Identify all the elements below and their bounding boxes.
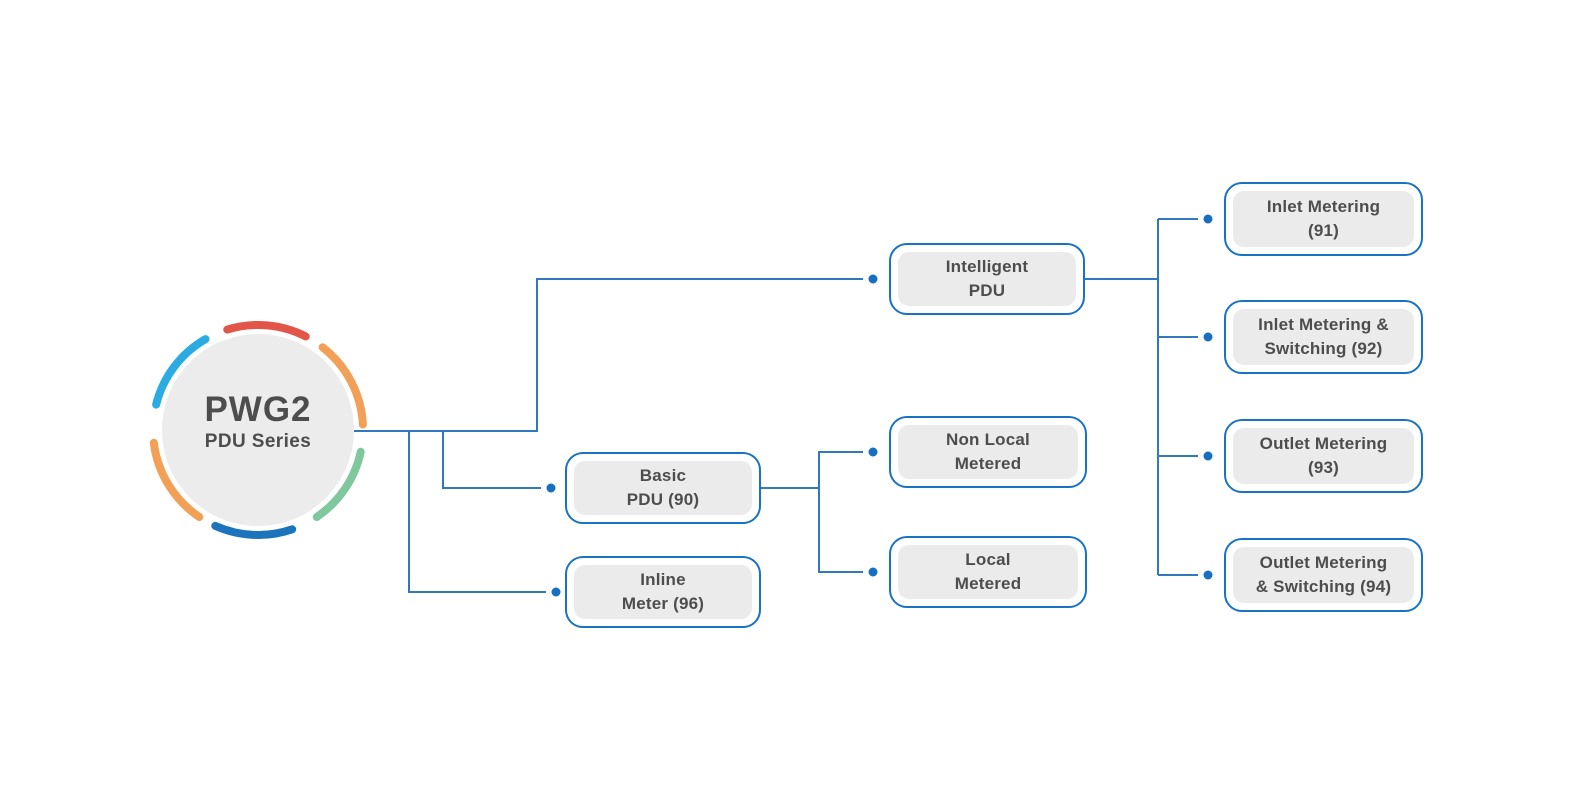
node-outlet-metering-93-label: Outlet Metering (93) bbox=[1233, 428, 1414, 484]
node-outlet-metering-93: Outlet Metering (93) bbox=[1224, 419, 1423, 493]
node-inline-meter: Inline Meter (96) bbox=[565, 556, 761, 628]
arc-lower-left-orange-icon bbox=[149, 438, 204, 521]
branch-dot-inlet-91 bbox=[1203, 214, 1213, 224]
node-intelligent-pdu: Intelligent PDU bbox=[889, 243, 1085, 315]
root-circle-badge bbox=[149, 320, 367, 539]
root-circle bbox=[162, 334, 354, 526]
connector-root-to-basic bbox=[442, 431, 541, 489]
node-inline-meter-label: Inline Meter (96) bbox=[574, 565, 752, 619]
arc-bottom-right-green-icon bbox=[312, 447, 365, 521]
branch-dot-intelligent bbox=[868, 274, 878, 284]
connector-basic-to-nonlocal bbox=[761, 451, 863, 489]
branch-dot-inline bbox=[551, 587, 561, 597]
branch-dot-outlet-94 bbox=[1203, 570, 1213, 580]
connector-root-to-inline bbox=[408, 431, 546, 593]
node-inlet-metering-91-label: Inlet Metering (91) bbox=[1233, 191, 1414, 247]
arc-upper-right-orange-icon bbox=[318, 343, 367, 429]
node-local-metered-label: Local Metered bbox=[898, 545, 1078, 599]
node-basic-pdu: Basic PDU (90) bbox=[565, 452, 761, 524]
arc-upper-left-cyan-icon bbox=[152, 335, 210, 409]
branch-dot-inlet-92 bbox=[1203, 332, 1213, 342]
node-inlet-metering-91: Inlet Metering (91) bbox=[1224, 182, 1423, 256]
node-intelligent-pdu-label: Intelligent PDU bbox=[898, 252, 1076, 306]
node-basic-pdu-label: Basic PDU (90) bbox=[574, 461, 752, 515]
arc-top-red-icon bbox=[223, 320, 310, 341]
node-inlet-metering-switching-92-label: Inlet Metering & Switching (92) bbox=[1233, 309, 1414, 365]
branch-dot-local bbox=[868, 567, 878, 577]
branch-dot-nonlocal bbox=[868, 447, 878, 457]
node-local-metered: Local Metered bbox=[889, 536, 1087, 608]
node-outlet-metering-switching-94-label: Outlet Metering & Switching (94) bbox=[1233, 547, 1414, 603]
branch-dot-basic bbox=[546, 483, 556, 493]
branch-dot-outlet-93 bbox=[1203, 451, 1213, 461]
node-non-local-metered-label: Non Local Metered bbox=[898, 425, 1078, 479]
node-inlet-metering-switching-92: Inlet Metering & Switching (92) bbox=[1224, 300, 1423, 374]
connector-root-to-intelligent bbox=[352, 278, 863, 432]
node-non-local-metered: Non Local Metered bbox=[889, 416, 1087, 488]
connector-basic-to-local bbox=[818, 488, 863, 573]
arc-bottom-blue-icon bbox=[211, 521, 297, 539]
node-outlet-metering-switching-94: Outlet Metering & Switching (94) bbox=[1224, 538, 1423, 612]
